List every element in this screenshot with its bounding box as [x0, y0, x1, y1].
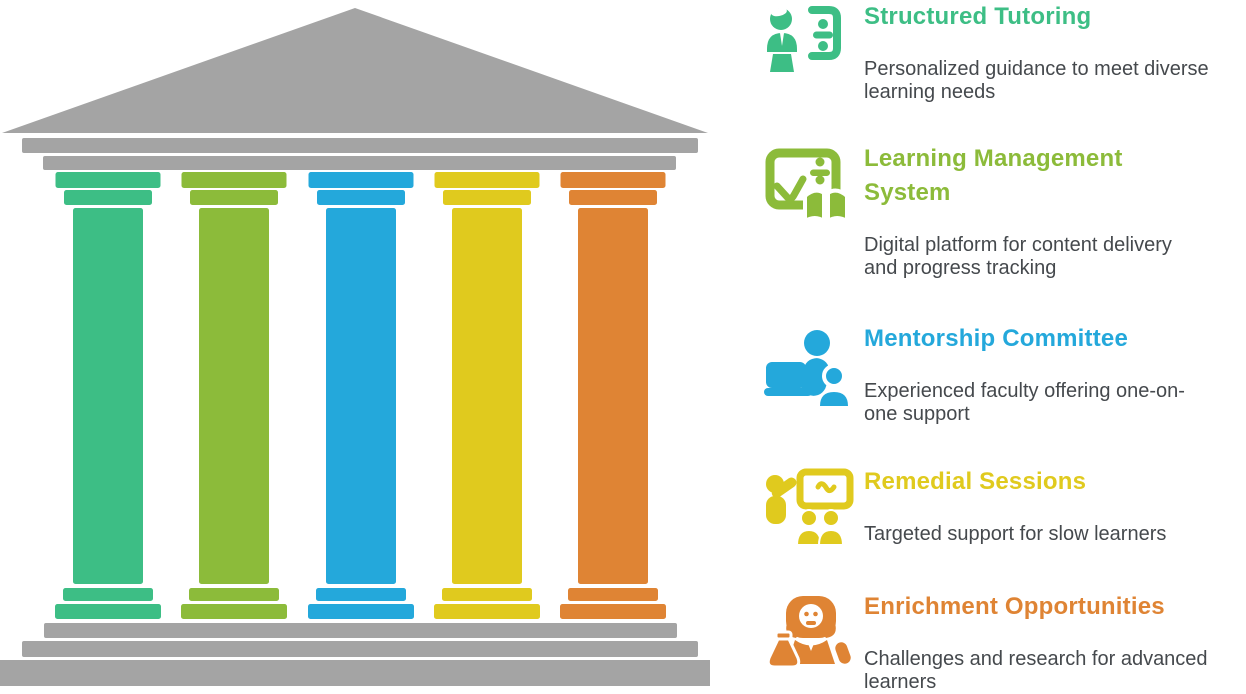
- pillar-2: [181, 172, 287, 619]
- entablature-bar-upper: [22, 138, 698, 153]
- screen-arrow-book-icon: [764, 146, 856, 226]
- pillar-5: [560, 172, 666, 619]
- pillars-group: [55, 172, 666, 619]
- base-step-2: [22, 641, 698, 657]
- legend-item-title: Enrichment Opportunities: [864, 593, 1165, 620]
- base-step-3: [0, 660, 710, 686]
- legend-item-description: Experienced faculty offering one-on- one…: [864, 380, 1185, 425]
- entablature-bar-lower: [43, 156, 676, 170]
- legend-item-description: Personalized guidance to meet diverse le…: [864, 58, 1209, 103]
- presenter-with-audience-icon: [764, 467, 856, 545]
- legend-item-description: Targeted support for slow learners: [864, 523, 1167, 545]
- mentor-with-laptop-icon: [764, 328, 856, 406]
- legend-item-title: Structured Tutoring: [864, 3, 1092, 30]
- legend-item-structured-tutoring: Structured Tutoring Personalized guidanc…: [764, 0, 1246, 103]
- roof-pediment: [2, 8, 708, 133]
- legend-item-mentorship-committee: Mentorship Committee Experienced faculty…: [764, 322, 1246, 425]
- legend-item-title: Remedial Sessions: [864, 468, 1087, 495]
- five-pillars-temple: [0, 8, 710, 686]
- scientist-with-flask-icon: [764, 592, 856, 670]
- legend-item-enrichment-opportunities: Enrichment Opportunities Challenges and …: [764, 590, 1246, 693]
- base-step-1: [44, 623, 677, 638]
- pillar-3: [308, 172, 414, 619]
- legend-item-description: Challenges and research for advanced lea…: [864, 648, 1208, 693]
- legend-item-title: Learning Management System: [864, 145, 1123, 206]
- legend-item-description: Digital platform for content delivery an…: [864, 234, 1172, 279]
- legend-item-title: Mentorship Committee: [864, 325, 1129, 352]
- pillar-1: [55, 172, 161, 619]
- legend-item-remedial-sessions: Remedial Sessions Targeted support for s…: [764, 465, 1246, 546]
- person-presenting-board-icon: [764, 2, 856, 72]
- pillar-4: [434, 172, 540, 619]
- legend-item-learning-management-system: Learning Management System Digital platf…: [764, 142, 1246, 279]
